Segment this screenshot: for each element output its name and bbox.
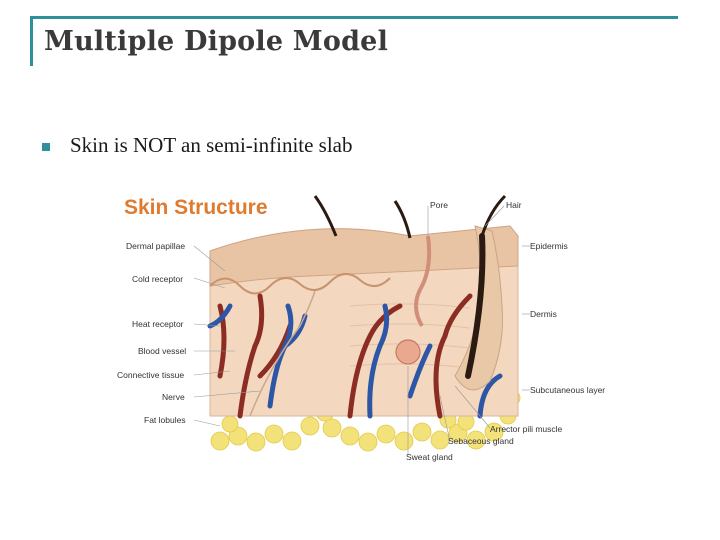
label-sebaceous-gland: Sebaceous gland [448,436,514,446]
label-dermal-papillae: Dermal papillae [126,241,185,251]
label-heat-receptor: Heat receptor [132,319,184,329]
skin-diagram: Skin Structure Dermal papillae Cold rece… [117,194,605,462]
blood-vessel-blue [207,303,503,419]
label-fat-lobules: Fat lobules [144,415,186,425]
label-subcutaneous-layer: Subcutaneous layer [530,385,605,395]
label-epidermis: Epidermis [530,241,568,251]
label-connective-tissue: Connective tissue [117,370,184,380]
label-nerve: Nerve [162,392,185,402]
sweat-gland [395,235,432,365]
label-dermis: Dermis [530,309,557,319]
label-arrector-pili-muscle: Arrector pili muscle [490,424,563,434]
figure-title: Skin Structure [124,196,268,219]
title-frame [30,16,678,66]
hair-follicle [313,194,507,391]
label-pore: Pore [430,200,448,210]
label-blood-vessel: Blood vessel [138,346,186,356]
nerve [249,290,316,417]
bullet-text: Skin is NOT an semi-infinite slab [70,133,353,157]
bullet-icon [42,143,50,151]
label-hair: Hair [506,200,522,210]
skin-structure-figure: Skin Structure Dermal papillae Cold rece… [110,176,620,476]
label-sweat-gland: Sweat gland [406,452,453,462]
slide-title: Multiple Dipole Model [44,26,389,57]
label-cold-receptor: Cold receptor [132,274,183,284]
